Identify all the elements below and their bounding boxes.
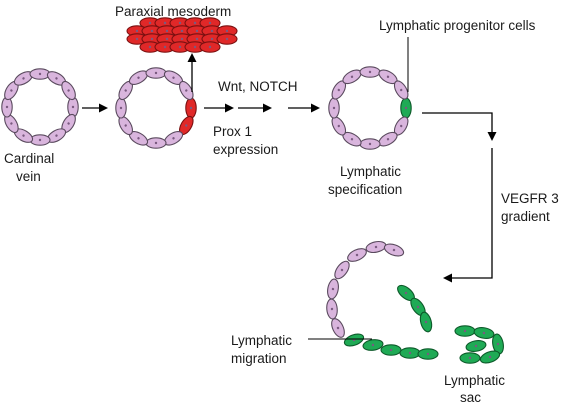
endothelial-cell bbox=[115, 97, 127, 119]
vegfr3-label-line1: VEGFR 3 bbox=[501, 191, 559, 206]
arrow-vegfr3-path bbox=[422, 112, 497, 283]
endothelial-cell bbox=[364, 239, 388, 255]
migration-label-line2: migration bbox=[231, 351, 287, 366]
prox1-ring bbox=[115, 67, 197, 149]
endothelial-cell bbox=[359, 66, 381, 78]
sac-cell bbox=[464, 338, 488, 354]
vegfr3-label-line2: gradient bbox=[501, 209, 550, 224]
endothelial-cell bbox=[325, 298, 339, 320]
endothelial-cell bbox=[145, 67, 167, 79]
arrow-vein-to-ring2 bbox=[82, 103, 108, 113]
cardinal-label-line2: vein bbox=[16, 169, 41, 184]
sac-cell bbox=[454, 325, 476, 337]
sac-cell bbox=[459, 352, 481, 364]
specification-label-line2: specification bbox=[328, 182, 402, 197]
arrow-ring2-to-mesoderm bbox=[187, 53, 197, 92]
endothelial-cell bbox=[345, 245, 369, 265]
sac-label-line1: Lymphatic bbox=[444, 373, 505, 388]
lymphatic-cell bbox=[380, 344, 402, 356]
mesoderm-cell bbox=[199, 41, 221, 53]
lymphatic-cell bbox=[361, 337, 385, 353]
prox1-label-line2: expression bbox=[213, 142, 278, 157]
prox1-label-line1: Prox 1 bbox=[213, 124, 252, 139]
lymphatic-cell bbox=[417, 348, 439, 360]
endothelial-cell bbox=[382, 241, 406, 259]
migration-label-line1: Lymphatic bbox=[231, 333, 292, 348]
lymphatic-cell bbox=[417, 310, 435, 334]
sac-label-line2: sac bbox=[460, 390, 481, 405]
mesoderm-cell bbox=[216, 33, 238, 45]
endothelial-cell bbox=[145, 137, 167, 149]
prox1-cell bbox=[185, 97, 197, 119]
endothelial-cell bbox=[328, 316, 348, 340]
specification-label-line1: Lymphatic bbox=[340, 164, 401, 179]
lymphatic-specification-ring bbox=[328, 66, 412, 150]
arrow-ring2-to-stage3-c bbox=[288, 103, 320, 113]
paraxial-mesoderm-label: Paraxial mesoderm bbox=[115, 4, 231, 19]
cardinal-label-line1: Cardinal bbox=[4, 151, 54, 166]
sac-cell bbox=[472, 325, 496, 341]
paraxial-mesoderm-cells bbox=[126, 17, 238, 53]
lymphatic-cell bbox=[400, 97, 412, 119]
endothelial-cell bbox=[325, 277, 341, 301]
lymphatic-cell bbox=[399, 347, 421, 359]
arrow-ring2-to-stage3-a bbox=[204, 103, 234, 113]
cardinal-vein-ring bbox=[1, 68, 79, 146]
wnt-notch-label: Wnt, NOTCH bbox=[218, 79, 298, 94]
arrow-ring2-to-stage3-b bbox=[238, 103, 272, 113]
endothelial-cell bbox=[328, 97, 340, 119]
endothelial-cell bbox=[359, 138, 381, 150]
lymphatic-sac-cells bbox=[454, 325, 506, 366]
lymphatic-progenitor-cells-label: Lymphatic progenitor cells bbox=[379, 18, 536, 33]
lymphatic-cell bbox=[342, 331, 366, 349]
lymphatic-migration-chain bbox=[325, 239, 439, 360]
endothelial-cell bbox=[331, 258, 353, 282]
